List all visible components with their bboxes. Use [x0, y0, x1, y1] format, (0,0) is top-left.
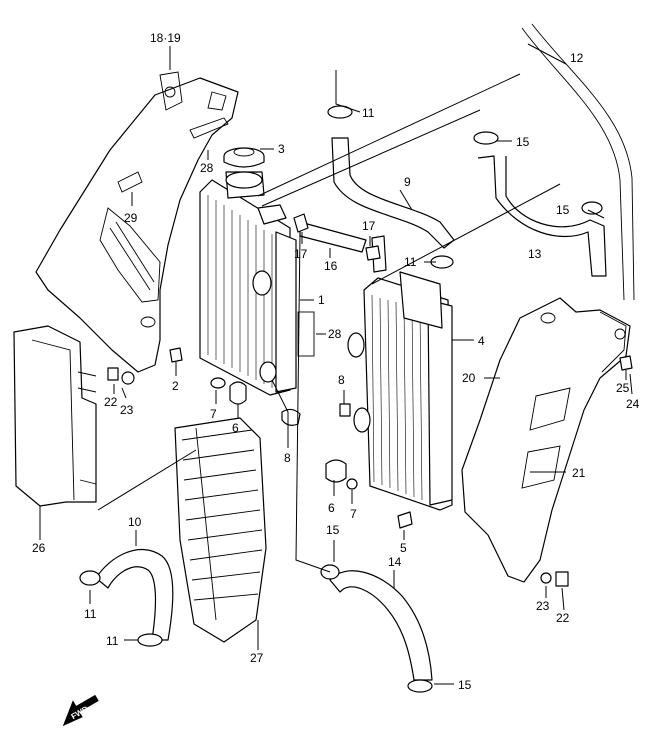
callout-8: 8	[284, 451, 291, 465]
callout-28: 28	[328, 327, 342, 341]
part-28-seal-upper	[189, 117, 229, 139]
hardware	[107, 347, 633, 587]
right-radiator-shroud	[461, 297, 631, 583]
callout-20: 20	[462, 371, 476, 385]
callout-16: 16	[324, 259, 338, 273]
callout-6: 6	[232, 421, 239, 435]
louvered-guard	[174, 417, 267, 643]
callout-23: 23	[536, 599, 550, 613]
callout-26: 26	[32, 541, 46, 555]
callout-17: 17	[294, 247, 308, 261]
left-radiator	[199, 171, 367, 396]
leader-lines	[39, 43, 633, 685]
callout-27: 27	[250, 651, 264, 665]
callout-22: 22	[104, 395, 118, 409]
callout-5: 5	[400, 541, 407, 555]
callout-25: 25	[616, 381, 630, 395]
callout-7: 7	[210, 407, 217, 421]
callout-23: 23	[120, 403, 134, 417]
callout-24: 24	[626, 397, 640, 411]
callout-6: 6	[328, 501, 335, 515]
callout-11: 11	[362, 106, 375, 120]
callout-10: 10	[128, 515, 142, 529]
callout-3: 3	[278, 142, 285, 156]
callout-13: 13	[528, 247, 542, 261]
hose-13	[477, 155, 607, 277]
callout-2: 2	[172, 379, 179, 393]
callout-7: 7	[350, 507, 357, 521]
filler-neck	[225, 171, 263, 189]
callout-15: 15	[326, 523, 340, 537]
callout-15: 15	[458, 678, 472, 692]
radiator-cap	[223, 147, 265, 168]
fwd-arrow-icon: FWD	[62, 694, 99, 727]
hose-12	[521, 27, 625, 301]
callout-28: 28	[200, 161, 214, 175]
callout-9: 9	[404, 175, 411, 189]
callout-21: 21	[572, 466, 586, 480]
callout-29: 29	[124, 211, 138, 225]
callout-11: 11	[84, 607, 97, 621]
hose-10	[95, 548, 174, 641]
callout-22: 22	[556, 611, 570, 625]
part-28-seal-mid	[297, 311, 315, 357]
callout-15: 15	[556, 203, 570, 217]
left-radiator-guard	[13, 325, 97, 507]
callout-8: 8	[338, 373, 345, 387]
callout-15: 15	[516, 135, 530, 149]
hose-14	[329, 570, 433, 681]
callout-14: 14	[388, 555, 402, 569]
callout-11: 11	[404, 255, 417, 269]
hose-16	[299, 221, 367, 253]
callout-11: 11	[106, 634, 119, 648]
hose-9	[331, 137, 455, 249]
right-radiator	[347, 235, 453, 511]
callout-17: 17	[362, 219, 376, 233]
callout-18-19: 18·19	[150, 31, 181, 45]
callout-12: 12	[570, 51, 584, 65]
callout-1: 1	[318, 293, 325, 307]
callout-4: 4	[478, 334, 485, 348]
part-29-seal	[117, 171, 143, 193]
callout-labels: 18·19 12 11 3 15 28 9 29 15 17 17 16 11 …	[32, 31, 640, 692]
left-radiator-shroud	[35, 71, 239, 373]
